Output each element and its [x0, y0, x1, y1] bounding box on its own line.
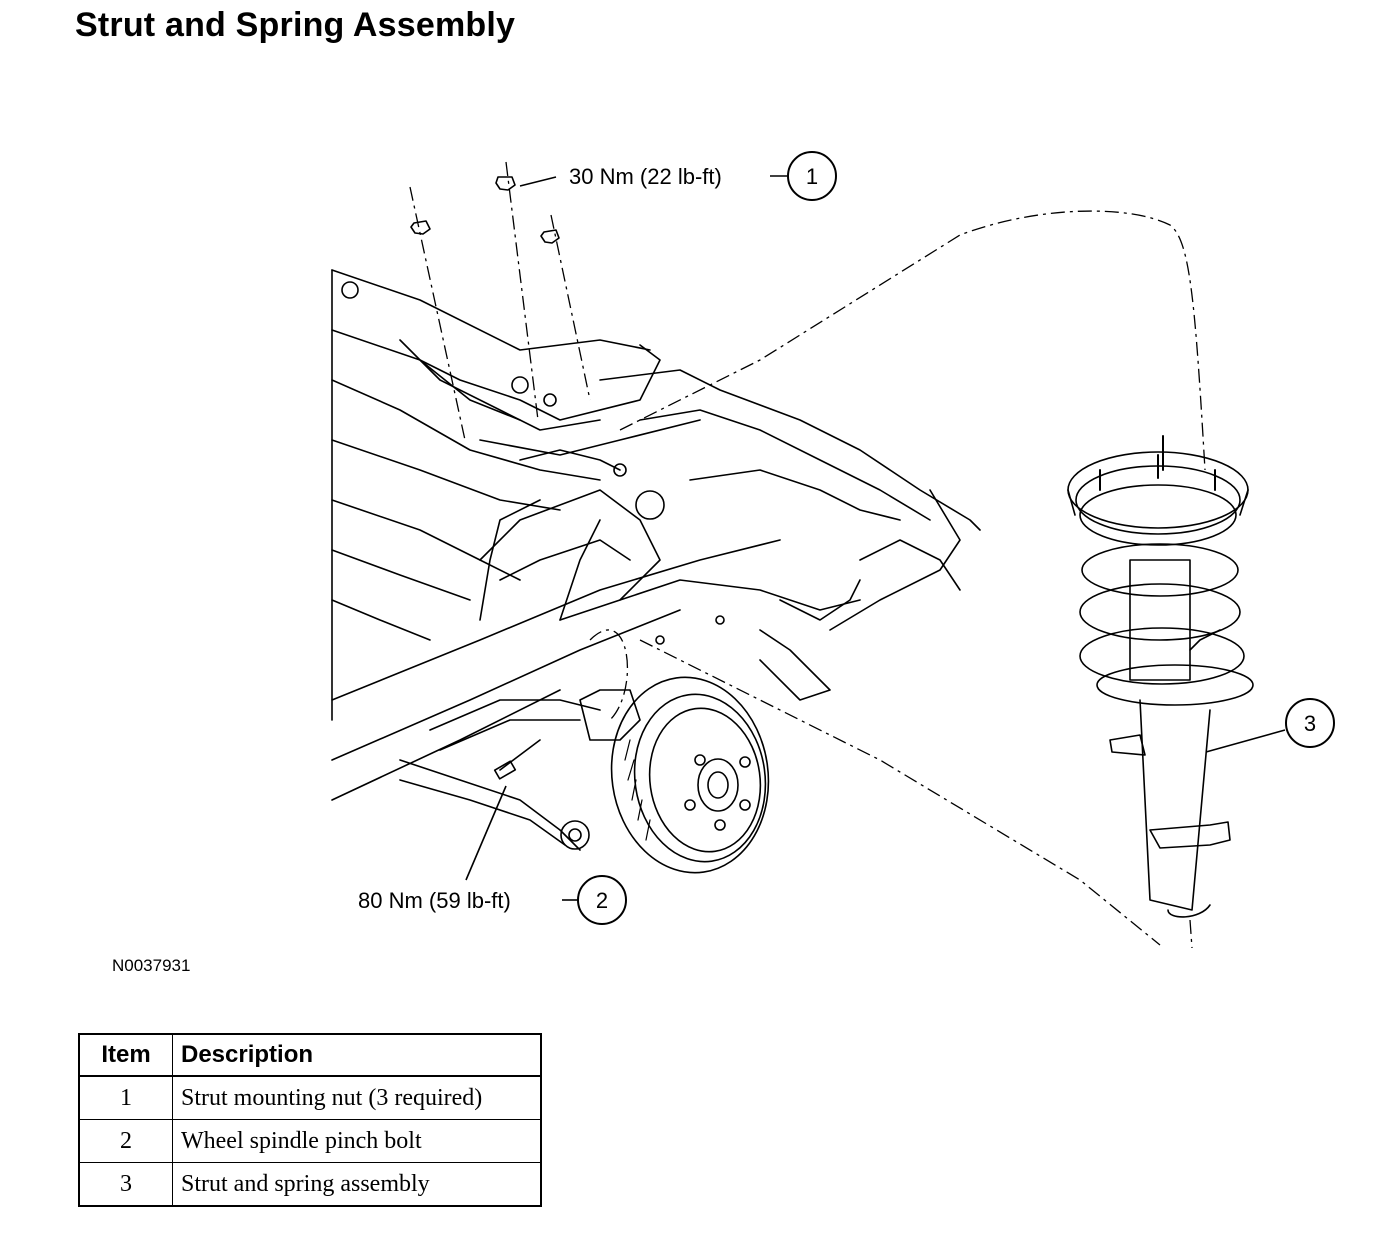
legend-header-item: Item: [78, 1033, 173, 1077]
brake-rotor-drawing: [610, 676, 770, 874]
legend-item-description: Strut and spring assembly: [172, 1162, 542, 1207]
legend-item-description: Strut mounting nut (3 required): [172, 1075, 542, 1120]
callout-2: 2: [577, 875, 627, 925]
legend-header-row: Item Description: [78, 1033, 542, 1077]
table-row: 3 Strut and spring assembly: [78, 1162, 542, 1207]
table-row: 1 Strut mounting nut (3 required): [78, 1075, 542, 1120]
callout-3-number: 3: [1304, 711, 1316, 736]
legend-item-number: 1: [78, 1075, 173, 1120]
callout-1-number: 1: [806, 164, 818, 189]
figure-id: N0037931: [112, 956, 191, 975]
legend-item-description: Wheel spindle pinch bolt: [172, 1119, 542, 1163]
legend-item-number: 3: [78, 1162, 173, 1207]
callout-2-label: 80 Nm (59 lb-ft): [358, 888, 511, 913]
callout-2-number: 2: [596, 888, 608, 913]
page-title: Strut and Spring Assembly: [75, 6, 516, 44]
strut-assembly-drawing: [1067, 435, 1254, 918]
legend-table: Item Description 1 Strut mounting nut (3…: [78, 1033, 542, 1207]
strut-mounting-nuts: [410, 176, 560, 244]
vehicle-frame-drawing: [331, 269, 981, 851]
callout-leaders: [465, 175, 1286, 901]
assembly-guide-lines: [409, 161, 1206, 949]
callout-1: 1: [787, 151, 837, 201]
legend-header-description: Description: [172, 1033, 542, 1077]
callout-3: 3: [1285, 698, 1335, 748]
callout-1-label: 30 Nm (22 lb-ft): [569, 164, 722, 189]
table-row: 2 Wheel spindle pinch bolt: [78, 1119, 542, 1163]
suspension-diagram: 1 30 Nm (22 lb-ft) 2 80 Nm (59 lb-ft) 3: [331, 151, 1335, 949]
legend-item-number: 2: [78, 1119, 173, 1163]
